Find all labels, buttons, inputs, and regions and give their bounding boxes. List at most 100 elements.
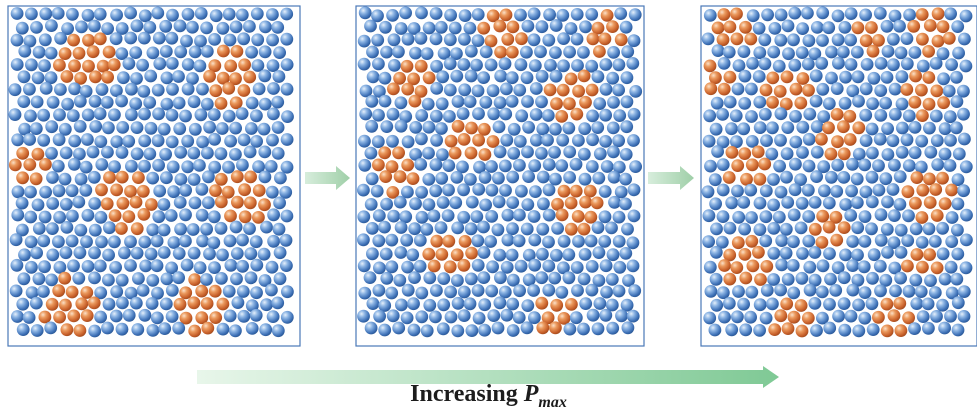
matrix-particle (146, 274, 160, 287)
matrix-particle (787, 286, 801, 300)
matrix-particle (619, 172, 632, 186)
matrix-particle (620, 120, 634, 134)
matrix-particle (373, 309, 386, 323)
matrix-particle (921, 297, 935, 311)
matrix-particle (772, 59, 786, 73)
matrix-particle (716, 158, 730, 172)
matrix-particle (229, 324, 242, 338)
cluster-particle (494, 45, 507, 59)
matrix-particle (774, 283, 787, 297)
cluster-particle (67, 33, 80, 47)
matrix-particle (372, 108, 385, 122)
matrix-particle (115, 273, 129, 287)
matrix-particle (506, 170, 520, 184)
matrix-particle (75, 20, 88, 34)
matrix-particle (16, 297, 30, 311)
matrix-particle (259, 323, 273, 337)
matrix-particle (144, 121, 158, 135)
matrix-particle (528, 311, 541, 325)
matrix-particle (865, 122, 879, 136)
cluster-particle (614, 33, 628, 47)
matrix-particle (796, 120, 810, 134)
matrix-particle (768, 22, 782, 35)
matrix-particle (522, 170, 535, 184)
panel-border (700, 5, 977, 347)
matrix-particle (79, 160, 93, 174)
matrix-particle (922, 222, 936, 236)
cluster-particle (830, 108, 844, 121)
matrix-particle (214, 221, 228, 235)
matrix-particle (450, 69, 464, 83)
matrix-particle (81, 208, 95, 222)
cluster-particle (931, 7, 945, 21)
matrix-particle (535, 69, 549, 83)
cluster-particle (787, 310, 801, 324)
matrix-particle (108, 160, 121, 174)
matrix-particle (865, 297, 879, 311)
matrix-particle (846, 235, 860, 248)
matrix-particle (780, 170, 793, 184)
matrix-particle (359, 84, 373, 98)
matrix-particle (388, 59, 401, 72)
matrix-particle (172, 321, 186, 335)
cluster-particle (86, 45, 100, 59)
matrix-particle (725, 196, 739, 210)
matrix-particle (753, 46, 767, 60)
matrix-particle (522, 120, 535, 134)
matrix-particle (494, 69, 508, 83)
matrix-particle (274, 171, 287, 185)
matrix-particle (577, 322, 590, 336)
cluster-particle (795, 324, 809, 338)
matrix-particle (399, 210, 413, 224)
matrix-particle (79, 84, 93, 98)
matrix-particle (229, 20, 243, 34)
matrix-particle (816, 82, 830, 96)
matrix-particle (230, 272, 243, 286)
matrix-particle (852, 147, 866, 161)
matrix-particle (578, 122, 592, 136)
matrix-particle (852, 298, 865, 312)
matrix-particle (102, 248, 115, 262)
cluster-particle (243, 70, 257, 84)
cluster-particle (843, 133, 857, 146)
matrix-particle (499, 184, 512, 197)
matrix-particle (464, 44, 478, 58)
cluster-particle (768, 323, 782, 336)
cluster-particle (744, 32, 758, 46)
matrix-particle (548, 271, 562, 285)
matrix-particle (810, 120, 824, 134)
matrix-particle (915, 134, 929, 148)
cluster-particle (808, 222, 822, 236)
matrix-particle (556, 133, 570, 147)
panel-mid-pmax (355, 5, 645, 347)
matrix-particle (152, 31, 166, 45)
matrix-particle (51, 6, 65, 20)
cluster-particle (435, 248, 449, 261)
matrix-particle (9, 284, 23, 298)
matrix-particle (716, 135, 730, 149)
matrix-particle (172, 70, 185, 83)
matrix-particle (874, 57, 888, 70)
matrix-particle (265, 185, 279, 199)
matrix-particle (930, 310, 943, 323)
matrix-particle (886, 183, 900, 196)
matrix-particle (846, 157, 859, 171)
matrix-particle (429, 32, 443, 46)
cluster-particle (372, 158, 385, 172)
matrix-particle (729, 109, 743, 123)
matrix-particle (866, 146, 879, 160)
matrix-particle (415, 6, 428, 20)
matrix-particle (88, 197, 102, 210)
matrix-particle (725, 122, 738, 136)
matrix-particle (400, 233, 414, 247)
matrix-particle (231, 296, 245, 309)
matrix-particle (521, 19, 535, 33)
matrix-particle (555, 285, 569, 299)
matrix-particle (521, 299, 535, 312)
panel-border (355, 5, 645, 347)
matrix-particle (59, 246, 73, 260)
matrix-particle (485, 210, 499, 223)
cluster-particle (824, 147, 838, 161)
cluster-particle (730, 32, 744, 46)
matrix-particle (737, 122, 751, 136)
